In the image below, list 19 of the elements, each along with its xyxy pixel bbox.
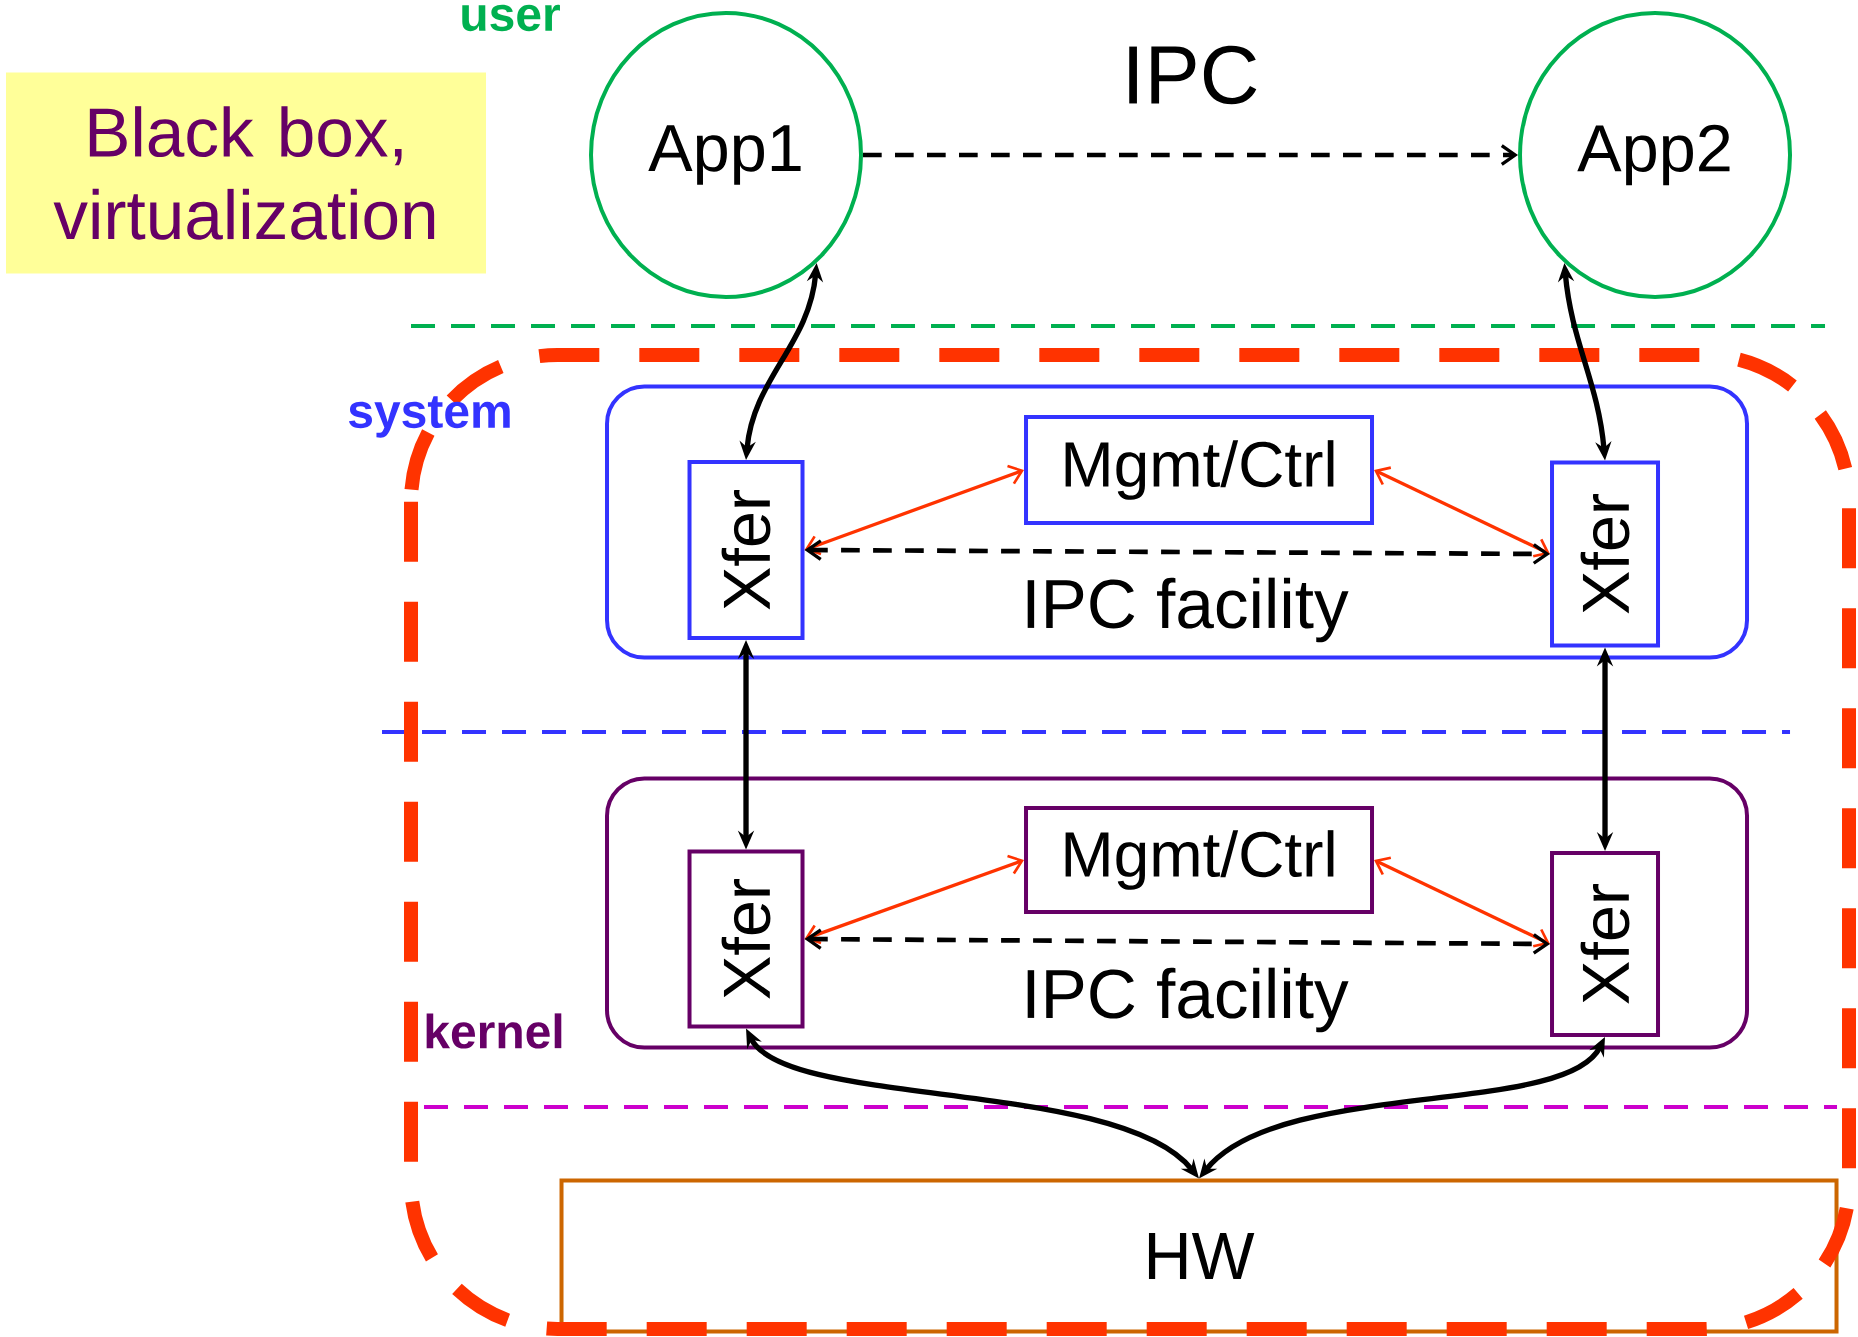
arrow: [804, 854, 1024, 945]
layer-label: kernel: [426, 1013, 562, 1049]
mgmt-box: Mgmt/Ctrl: [1024, 415, 1374, 525]
layer-label: user: [462, 4, 560, 32]
note-box: Black box, virtualization: [6, 72, 486, 274]
arrow: [863, 144, 1518, 166]
arrow: [804, 539, 1550, 565]
xfer-box: Xfer: [687, 849, 805, 1029]
arrow: [804, 464, 1025, 556]
arrow: [1374, 856, 1551, 948]
xfer-box: Xfer: [687, 460, 805, 640]
arrow: [804, 928, 1550, 955]
layer-label: system: [349, 396, 510, 438]
xfer-box: Xfer: [1550, 851, 1660, 1037]
xfer-box: Xfer: [1550, 460, 1660, 648]
edge-label: IPC: [1120, 44, 1261, 106]
mgmt-box: Mgmt/Ctrl: [1024, 806, 1374, 914]
arrow: [1374, 466, 1551, 558]
hardware-box: HW: [559, 1178, 1839, 1334]
